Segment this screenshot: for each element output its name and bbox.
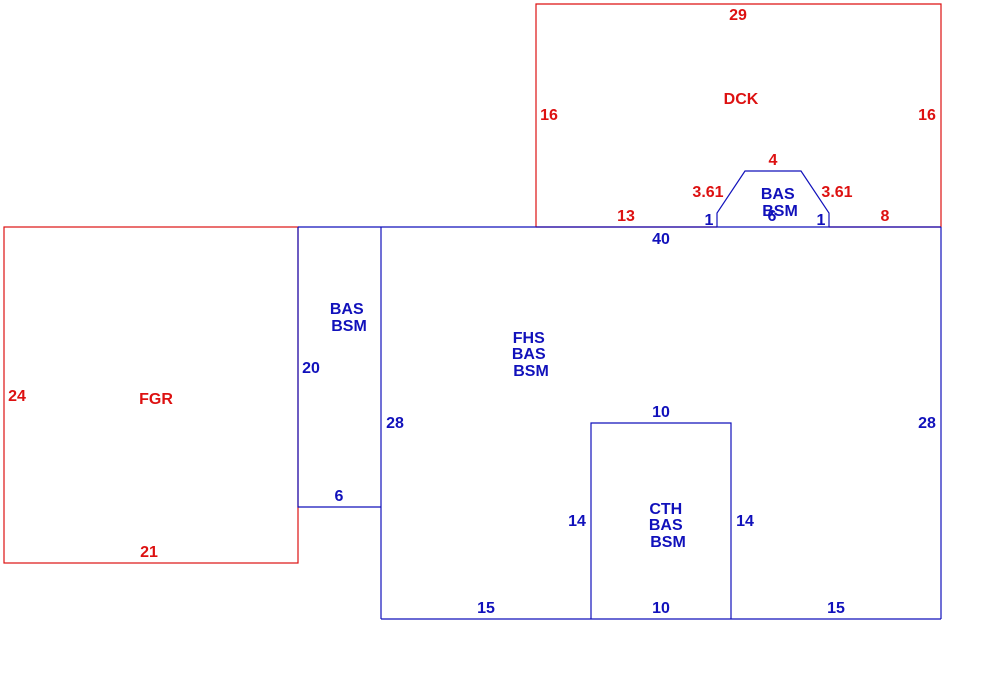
area-label-bas-left: BAS BSM — [330, 301, 368, 335]
deck-area — [535, 3, 942, 228]
dim-fgr-left: 24 — [8, 388, 26, 405]
deck-outline — [535, 3, 942, 227]
cth-outline — [590, 422, 732, 619]
area-label-dck: DCK — [724, 91, 759, 108]
dim-bay-right-side: 1 — [817, 212, 826, 229]
dim-dck-bottom-right: 8 — [881, 208, 890, 225]
dim-cth-bottom: 10 — [652, 600, 670, 617]
dim-dck-left: 16 — [540, 107, 558, 124]
dim-cth-top: 10 — [652, 404, 670, 421]
dim-bay-left-diag: 3.61 — [692, 184, 723, 201]
dim-main-bottom-left: 15 — [477, 600, 495, 617]
dim-cth-left: 14 — [568, 513, 586, 530]
dim-bay-top: 4 — [769, 152, 778, 169]
dim-bay-left-side: 1 — [705, 212, 714, 229]
dim-main-bottom-right: 15 — [827, 600, 845, 617]
dim-dck-top: 29 — [729, 7, 747, 24]
area-label-cth: CTH BAS BSM — [649, 501, 687, 551]
dim-bas-bottom: 6 — [335, 488, 344, 505]
dim-bay-base: 6 — [768, 208, 777, 225]
dim-bay-right-diag: 3.61 — [821, 184, 852, 201]
dim-fgr-bottom: 21 — [140, 544, 158, 561]
bas-left-outline — [297, 227, 381, 508]
dim-main-right: 28 — [918, 415, 936, 432]
dim-main-left: 28 — [386, 415, 404, 432]
dim-main-top: 40 — [652, 231, 670, 248]
dim-dck-bottom-left: 13 — [617, 208, 635, 225]
dim-bas-left-side: 20 — [302, 360, 320, 377]
area-label-fhs: FHS BAS BSM — [512, 330, 550, 380]
dim-cth-right: 14 — [736, 513, 754, 530]
main-house-area — [297, 170, 942, 620]
dim-dck-right: 16 — [918, 107, 936, 124]
area-label-bay: BAS BSM — [761, 186, 799, 220]
area-label-fgr: FGR — [139, 391, 173, 408]
bay-window-outline — [716, 170, 830, 227]
